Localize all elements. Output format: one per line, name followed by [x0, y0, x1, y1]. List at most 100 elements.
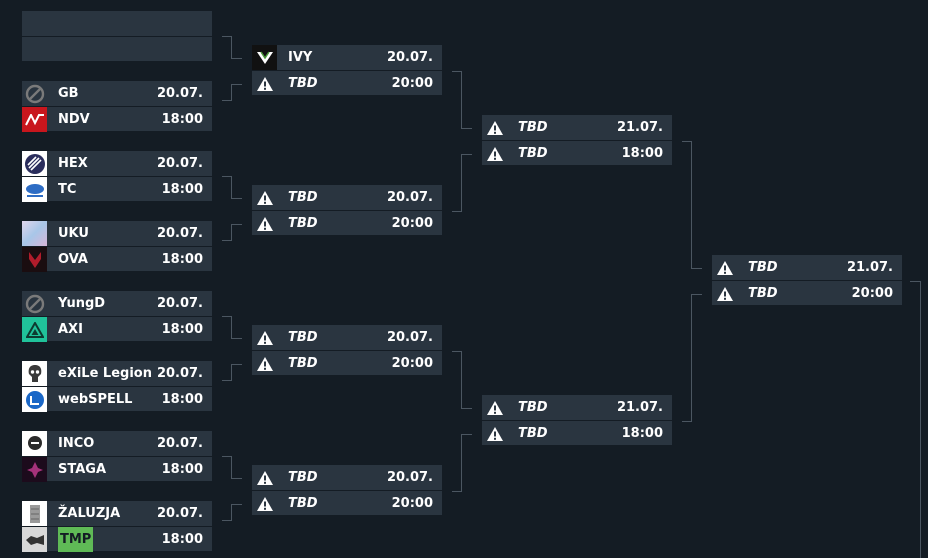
team-slot-r1-m5-top[interactable]: YungD 20.07.	[22, 291, 212, 316]
team-name[interactable]: TMP	[58, 527, 94, 552]
warning-icon	[252, 351, 277, 376]
team-name[interactable]: TBD	[518, 146, 548, 161]
team-name[interactable]: ŽALUZJA	[58, 506, 121, 521]
team-name[interactable]: TBD	[288, 470, 318, 485]
zaluzja-logo	[22, 501, 47, 526]
team-name[interactable]: TBD	[288, 190, 318, 205]
connector-final-out	[910, 281, 921, 558]
team-name[interactable]: TBD	[288, 76, 318, 91]
warning-icon	[252, 325, 277, 350]
match-date: 20.07.	[156, 86, 203, 101]
team-name[interactable]: INCO	[58, 436, 95, 451]
ivy-logo	[252, 45, 277, 70]
match-date: 20.07.	[156, 296, 203, 311]
exile-logo	[22, 361, 47, 386]
team-name[interactable]: STAGA	[58, 462, 107, 477]
team-slot-r4-m1-top[interactable]: TBD 21.07.	[712, 255, 902, 280]
connector-r3-1-a	[682, 141, 692, 269]
axi-logo	[22, 317, 47, 342]
team-name[interactable]: IVY	[288, 50, 313, 65]
team-slot-r1-m2-top[interactable]: GB 20.07.	[22, 81, 212, 106]
team-name[interactable]: TBD	[518, 426, 548, 441]
team-name[interactable]: YungD	[58, 296, 106, 311]
team-name[interactable]: TBD	[288, 496, 318, 511]
team-slot-r1-m4-bottom[interactable]: OVA 18:00	[22, 246, 212, 272]
team-slot-r1-m1-top[interactable]	[22, 11, 212, 36]
tmp-logo	[22, 527, 47, 552]
team-name[interactable]: HEX	[58, 156, 88, 171]
team-name[interactable]: TBD	[288, 330, 318, 345]
connector-r1-2-a	[222, 84, 232, 101]
warning-icon	[252, 465, 277, 490]
match-r1-m1[interactable]	[22, 11, 212, 61]
team-name[interactable]: TBD	[748, 286, 778, 301]
warning-icon	[482, 395, 507, 420]
team-name[interactable]: TBD	[288, 356, 318, 371]
team-name[interactable]: GB	[58, 86, 79, 101]
connector-r1-7-a	[222, 456, 232, 479]
team-name[interactable]: OVA	[58, 252, 88, 267]
warning-icon	[712, 281, 737, 306]
team-name[interactable]: eXiLe Legion	[58, 366, 152, 381]
match-date: 20.07.	[386, 470, 433, 485]
connector-r1-6-b	[231, 364, 242, 365]
team-name[interactable]: AXI	[58, 322, 83, 337]
team-name[interactable]: TC	[58, 182, 77, 197]
team-name[interactable]: NDV	[58, 112, 90, 127]
inco-logo	[22, 431, 47, 456]
match-time: 18:00	[161, 322, 203, 337]
team-slot-r1-m1-bottom[interactable]	[22, 36, 212, 61]
team-name[interactable]: TBD	[288, 216, 318, 231]
staga-logo	[22, 457, 47, 482]
match-date: 21.07.	[846, 260, 893, 275]
team-slot-r1-m5-bottom[interactable]: AXI 18:00	[22, 316, 212, 342]
match-time: 18:00	[161, 252, 203, 267]
connector-r1-3-b	[231, 198, 242, 199]
match-date: 20.07.	[386, 330, 433, 345]
team-name[interactable]: TBD	[748, 260, 778, 275]
team-name[interactable]: UKU	[58, 226, 89, 241]
team-name[interactable]: TBD	[518, 400, 548, 415]
connector-r3-2-a	[682, 294, 692, 422]
team-slot-r2-m3-top[interactable]: TBD 20.07.	[252, 325, 442, 350]
team-slot-r2-m4-top[interactable]: TBD 20.07.	[252, 465, 442, 490]
team-name[interactable]: webSPELL	[58, 392, 133, 407]
team-name[interactable]: TBD	[518, 120, 548, 135]
match-r1-m5[interactable]: YungD 20.07. AXI 18:00	[22, 291, 212, 342]
warning-icon	[482, 141, 507, 166]
